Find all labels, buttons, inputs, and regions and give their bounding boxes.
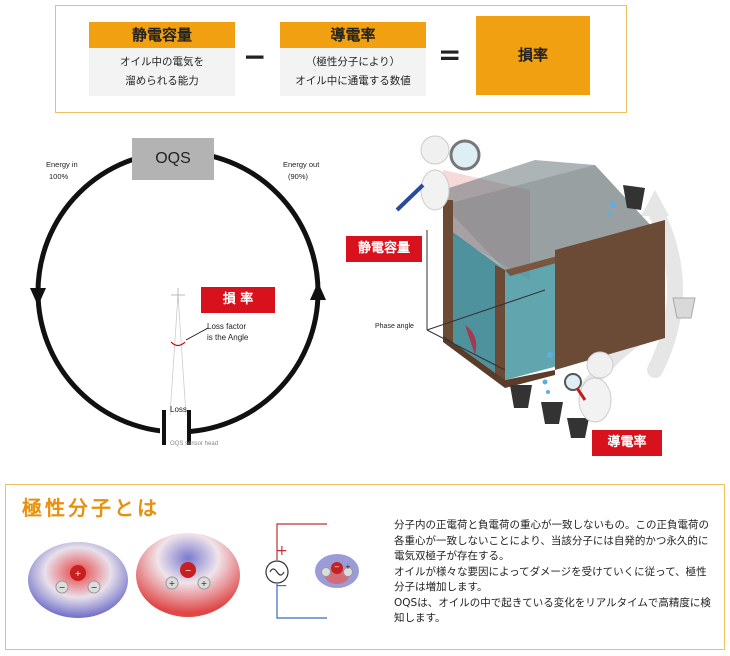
molecule-illustrations: + − − − + +: [28, 533, 240, 618]
conductivity-box: 導電率 （極性分子により） オイル中に通電する数値: [280, 22, 426, 96]
description-paragraph-2: オイルが様々な要因によってダメージを受けていくに従って、極性分子は増加します。: [394, 565, 707, 594]
equals-operator: =: [438, 38, 462, 71]
svg-text:+: +: [169, 579, 176, 588]
conductivity-desc-line2: オイル中に通電する数値: [295, 75, 411, 87]
oqs-label-box: OQS: [132, 138, 214, 180]
energy-in-label: Energy in: [46, 160, 78, 169]
oil-tank-illustration: [395, 135, 696, 438]
svg-text:+: +: [75, 569, 82, 578]
conductivity-title: 導電率: [280, 22, 426, 48]
description-paragraph-3: OQSは、オイルの中で起きている変化をリアルタイムで高精度に検知します。: [394, 596, 711, 625]
svg-text:−: −: [185, 566, 192, 575]
circuit-minus: −: [276, 578, 288, 594]
loss-factor-pointer: [185, 327, 209, 341]
svg-text:−: −: [59, 583, 66, 592]
molecule-plus: +: [345, 563, 351, 571]
loss-factor-line1: Loss factor: [207, 322, 247, 331]
polar-molecule-title: 極性分子とは: [22, 496, 160, 520]
up-arrow-icon: [310, 282, 326, 300]
conductivity-tag: 導電率: [592, 430, 662, 456]
circuit-plus: +: [276, 543, 288, 559]
capacitance-title: 静電容量: [89, 22, 235, 48]
energy-in-percent: 100%: [49, 172, 69, 181]
energy-out-label: Energy out: [283, 160, 320, 169]
loss-rate-result: 損率: [476, 16, 590, 95]
svg-text:−: −: [91, 583, 98, 592]
formula-panel: [55, 5, 627, 113]
polar-molecule-panel: [5, 484, 725, 650]
angle-arc: [170, 341, 186, 347]
capacitance-box: 静電容量 オイル中の電気を 溜められる能力: [89, 22, 235, 96]
molecule-minus: −: [334, 563, 340, 571]
circuit-diagram: [265, 523, 359, 619]
polar-molecule-description: 分子内の正電荷と負電荷の重心が一致しないもの。この正負電荷の各重心が一致しないこ…: [394, 518, 714, 627]
svg-text:+: +: [201, 579, 208, 588]
loss-factor-line2: is the Angle: [207, 333, 249, 342]
minus-operator: −: [243, 40, 267, 73]
loss-rate-tag: 損 率: [201, 287, 275, 313]
capacitance-tag: 静電容量: [346, 236, 422, 262]
conductivity-desc-line1: （極性分子により）: [305, 56, 401, 68]
down-arrow-icon: [30, 288, 46, 306]
description-paragraph-1: 分子内の正電荷と負電荷の重心が一致しないもの。この正負電荷の各重心が一致しないこ…: [394, 519, 709, 562]
loss-label: Loss: [170, 405, 187, 414]
phase-angle-label: Phase angle: [375, 323, 414, 330]
energy-out-percent: (90%): [288, 172, 309, 181]
capacitance-desc-line2: 溜められる能力: [125, 75, 199, 87]
capacitance-desc-line1: オイル中の電気を: [120, 56, 204, 68]
sensor-head-label: OQS sensor head: [170, 441, 219, 447]
